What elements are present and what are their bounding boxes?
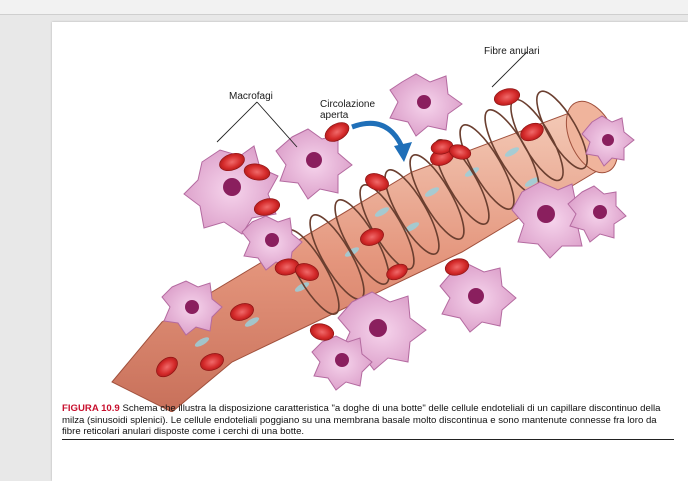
macrophage-cell	[439, 263, 517, 333]
label-macrofagi: Macrofagi	[229, 91, 273, 102]
illustration-svg	[111, 51, 635, 412]
sinusoid-illustration: Fibre anulari Macrofagi Circolazione ape…	[52, 22, 688, 412]
leader-lines	[216, 51, 528, 148]
label-circolazione-aperta: Circolazione aperta	[320, 99, 376, 121]
macrophage-cell	[581, 115, 635, 167]
macrophage-cell	[389, 73, 463, 137]
macrophage-cell	[241, 215, 303, 271]
figure-caption: FIGURA 10.9 Schema che illustra la dispo…	[62, 403, 674, 440]
macrophage-cell	[567, 185, 627, 243]
macrophage-cell	[311, 335, 373, 391]
erythrocytes	[156, 88, 544, 378]
circulation-arrow	[351, 120, 412, 162]
macrophage-cell	[161, 280, 223, 336]
viewer-top-bar	[0, 0, 688, 15]
figure-number: FIGURA 10.9	[62, 403, 120, 414]
macrophage-cell	[275, 128, 353, 200]
caption-text: Schema che illustra la disposizione cara…	[62, 403, 661, 438]
label-fibre-anulari: Fibre anulari	[484, 46, 540, 57]
document-page: Fibre anulari Macrofagi Circolazione ape…	[52, 22, 688, 481]
